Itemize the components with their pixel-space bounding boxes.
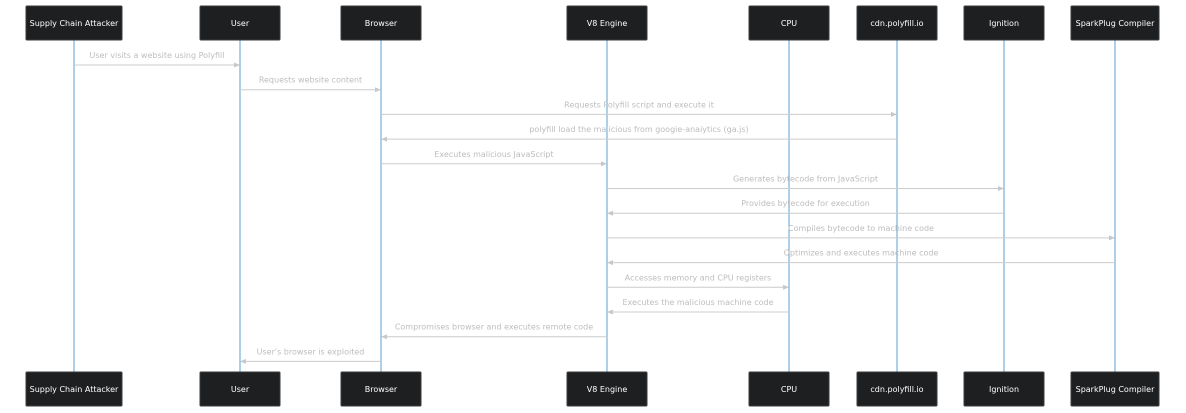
participant-sparkplug-bottom: SparkPlug Compiler (1070, 371, 1160, 407)
message-13: User's browser is exploited (240, 347, 381, 364)
arrowhead-icon (381, 136, 387, 142)
message-3: Requests Polyfill script and execute it (381, 100, 897, 117)
message-8: Compiles bytecode to machine code (607, 224, 1115, 241)
participant-label: SparkPlug Compiler (1076, 385, 1155, 394)
participant-cdn-top: cdn.polyfill.io (856, 5, 938, 41)
participant-label: cdn.polyfill.io (870, 385, 923, 394)
participant-label: Ignition (989, 385, 1019, 394)
arrowhead-icon (891, 111, 897, 117)
participant-label: V8 Engine (587, 385, 628, 394)
message-label: Generates bytecode from JavaScript (733, 175, 878, 184)
arrowhead-icon (375, 87, 381, 93)
arrowhead-icon (607, 210, 613, 216)
message-label: Compiles bytecode to machine code (788, 224, 934, 233)
participant-label: SparkPlug Compiler (1076, 19, 1155, 28)
participant-cpu-top: CPU (748, 5, 830, 41)
message-12: Compromises browser and executes remote … (381, 323, 607, 340)
participant-user-top: User (199, 5, 281, 41)
participant-cpu-bottom: CPU (748, 371, 830, 407)
participant-cdn-bottom: cdn.polyfill.io (856, 371, 938, 407)
participant-v8-bottom: V8 Engine (566, 371, 648, 407)
arrowhead-icon (998, 186, 1004, 191)
participant-box (566, 371, 648, 407)
arrowhead-icon (240, 358, 246, 364)
message-label: Executes malicious JavaScript (434, 150, 553, 159)
message-label: Requests Polyfill script and execute it (564, 100, 714, 109)
participant-box (1070, 5, 1160, 41)
message-label: User visits a website using Polyfill (90, 51, 225, 60)
arrowhead-icon (234, 62, 240, 68)
message-6: Generates bytecode from JavaScript (607, 175, 1004, 191)
participant-attacker-top: Supply Chain Attacker (25, 5, 123, 41)
participant-ignition-bottom: Ignition (963, 371, 1045, 407)
participant-label: Ignition (989, 19, 1019, 28)
participant-box (856, 5, 938, 41)
participant-user-bottom: User (199, 371, 281, 407)
participant-label: Browser (365, 19, 398, 28)
message-label: Compromises browser and executes remote … (395, 323, 593, 332)
participant-attacker-bottom: Supply Chain Attacker (25, 371, 123, 407)
arrowhead-icon (607, 260, 613, 266)
message-5: Executes malicious JavaScript (381, 150, 607, 167)
message-label: User's browser is exploited (257, 347, 365, 356)
message-10: Accesses memory and CPU registers (607, 273, 789, 290)
participant-box (199, 5, 281, 41)
participant-box (856, 371, 938, 407)
participant-box (566, 5, 648, 41)
participant-label: V8 Engine (587, 19, 628, 28)
message-4: polyfill load the malicious from googie-… (381, 125, 897, 142)
participant-label: CPU (781, 19, 797, 28)
arrowhead-icon (607, 309, 613, 315)
participant-label: Supply Chain Attacker (30, 19, 119, 28)
participant-v8-top: V8 Engine (566, 5, 648, 41)
participant-box (25, 371, 123, 407)
participant-box (748, 5, 830, 41)
participant-label: Supply Chain Attacker (30, 385, 119, 394)
message-label: Accesses memory and CPU registers (625, 273, 771, 282)
participant-box (25, 5, 123, 41)
participant-box (340, 371, 422, 407)
arrowhead-icon (601, 161, 607, 167)
message-label: polyfill load the malicious from googie-… (529, 125, 748, 134)
participant-box (748, 371, 830, 407)
participant-box (963, 371, 1045, 407)
participant-sparkplug-top: SparkPlug Compiler (1070, 5, 1160, 41)
participant-browser-bottom: Browser (340, 371, 422, 407)
message-2: Requests website content (240, 76, 381, 93)
message-label: Executes the malicious machine code (622, 298, 773, 307)
participant-label: CPU (781, 385, 797, 394)
participant-browser-top: Browser (340, 5, 422, 41)
message-label: Requests website content (259, 76, 362, 85)
message-9: Optimizes and executes machine code (607, 249, 1115, 266)
participant-box (340, 5, 422, 41)
participants-top: Supply Chain Attacker User Browser V8 Engin… (25, 5, 1160, 41)
participant-box (1070, 371, 1160, 407)
lifelines (73, 40, 1116, 372)
message-1: User visits a website using Polyfill (74, 51, 240, 68)
messages: User visits a website using PolyfillRequ… (74, 51, 1115, 364)
message-7: Provides bytecode for execution (607, 199, 1004, 216)
arrowhead-icon (381, 334, 387, 340)
participant-box (199, 371, 281, 407)
arrowhead-icon (783, 284, 789, 290)
message-11: Executes the malicious machine code (607, 298, 789, 315)
participant-box (963, 5, 1045, 41)
message-label: Optimizes and executes machine code (784, 249, 939, 258)
participant-label: Browser (365, 385, 398, 394)
participants-bottom: Supply Chain Attacker User Browser V8 Engin… (25, 371, 1160, 407)
participant-ignition-top: Ignition (963, 5, 1045, 41)
participant-label: cdn.polyfill.io (870, 19, 923, 28)
participant-label: User (231, 385, 250, 394)
arrowhead-icon (1109, 235, 1115, 241)
participant-label: User (231, 19, 250, 28)
message-label: Provides bytecode for execution (741, 199, 870, 208)
